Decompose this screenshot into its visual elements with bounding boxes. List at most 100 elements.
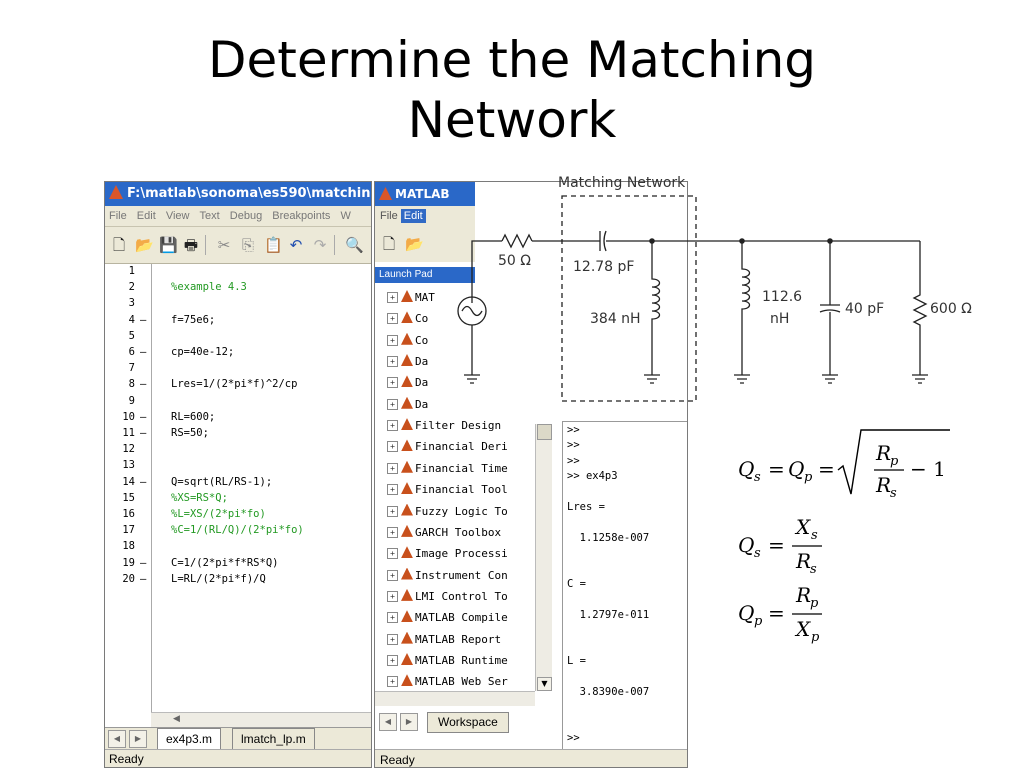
editor-horizontal-scrollbar[interactable]: ◀: [151, 712, 371, 727]
tab-prev-button[interactable]: ◀: [379, 713, 397, 731]
tab-workspace[interactable]: Workspace: [427, 712, 509, 733]
launchpad-item[interactable]: +MATLAB Compile: [387, 607, 508, 628]
editor-titlebar[interactable]: F:\matlab\sonoma\es590\matching\ex: [105, 182, 371, 206]
code-line[interactable]: 17%C=1/(RL/Q)/(2*pi*fo): [105, 525, 371, 536]
launchpad-item[interactable]: +Da: [387, 394, 428, 415]
code-line[interactable]: 19–C=1/(2*pi*f*RS*Q): [105, 556, 371, 569]
expand-icon[interactable]: +: [387, 505, 398, 517]
launchpad-item[interactable]: +MATLAB Runtime: [387, 650, 508, 671]
menu-edit[interactable]: Edit: [136, 210, 156, 222]
breakpoint-marker[interactable]: –: [140, 556, 147, 569]
paste-icon[interactable]: 📋: [264, 236, 283, 254]
expand-icon[interactable]: +: [387, 356, 398, 368]
menu-window[interactable]: W: [340, 210, 351, 222]
code-line[interactable]: 15%XS=RS*Q;: [105, 492, 371, 504]
tab-next-button[interactable]: ▶: [129, 730, 147, 748]
code-line[interactable]: 16%L=XS/(2*pi*fo): [105, 509, 371, 520]
expand-icon[interactable]: +: [387, 633, 398, 645]
menu-breakpoints[interactable]: Breakpoints: [272, 210, 331, 222]
breakpoint-marker[interactable]: –: [140, 410, 147, 423]
copy-icon[interactable]: ⎘: [241, 236, 254, 254]
scroll-down-icon[interactable]: ▼: [537, 677, 552, 691]
code-line[interactable]: 7: [105, 363, 371, 374]
code-line[interactable]: 10–RL=600;: [105, 410, 371, 423]
launchpad-item[interactable]: +Da: [387, 351, 428, 372]
open-folder-icon[interactable]: 📂: [135, 236, 154, 254]
launchpad-item[interactable]: +Financial Deri: [387, 436, 508, 457]
expand-icon[interactable]: +: [387, 462, 398, 474]
expand-icon[interactable]: +: [387, 441, 398, 453]
code-line[interactable]: 5: [105, 330, 371, 342]
launchpad-item[interactable]: +MATLAB Report: [387, 629, 501, 650]
tab-prev-button[interactable]: ◀: [108, 730, 126, 748]
code-area[interactable]: 1 2%example 4.3 3 4–f=75e6; 5 6–cp=40e-12; 7 8–…: [105, 264, 371, 712]
breakpoint-marker[interactable]: –: [140, 378, 147, 391]
expand-icon[interactable]: +: [387, 484, 398, 496]
launchpad-item[interactable]: +Co: [387, 308, 428, 329]
breakpoint-marker[interactable]: –: [140, 346, 147, 358]
code-line[interactable]: 4–f=75e6;: [105, 313, 371, 326]
expand-icon[interactable]: +: [387, 569, 398, 581]
tab-ex4p3[interactable]: ex4p3.m: [157, 728, 222, 750]
find-icon[interactable]: 🔍: [345, 236, 364, 254]
scroll-left-icon[interactable]: ◀: [173, 714, 180, 724]
launchpad-item[interactable]: +Instrument Con: [387, 565, 508, 586]
new-file-icon[interactable]: 🗋: [112, 236, 126, 254]
expand-icon[interactable]: +: [387, 654, 398, 666]
expand-icon[interactable]: +: [387, 398, 398, 410]
code-line[interactable]: 6–cp=40e-12;: [105, 347, 371, 358]
code-line[interactable]: 11–RS=50;: [105, 428, 371, 439]
launchpad-item[interactable]: +Financial Time: [387, 458, 508, 479]
launchpad-horizontal-scrollbar[interactable]: [375, 691, 535, 706]
code-line[interactable]: 8–Lres=1/(2*pi*f)^2/cp: [105, 379, 371, 390]
launchpad-item[interactable]: +Filter Design: [387, 415, 501, 436]
cut-icon[interactable]: ✂: [217, 236, 231, 254]
expand-icon[interactable]: +: [387, 313, 398, 325]
new-file-icon[interactable]: 🗋: [382, 235, 396, 253]
expand-icon[interactable]: +: [387, 334, 398, 346]
save-icon[interactable]: 💾: [159, 236, 178, 254]
code-line[interactable]: 9: [105, 395, 371, 407]
menu-edit[interactable]: Edit: [400, 209, 426, 223]
breakpoint-marker[interactable]: –: [140, 427, 147, 439]
code-line[interactable]: 2%example 4.3: [105, 282, 371, 293]
code-line[interactable]: 14–Q=sqrt(RL/RS-1);: [105, 475, 371, 488]
breakpoint-marker[interactable]: –: [140, 475, 147, 488]
print-icon[interactable]: 🖶: [183, 236, 199, 254]
menu-file[interactable]: File: [109, 210, 127, 222]
undo-icon[interactable]: ↶: [289, 236, 303, 254]
expand-icon[interactable]: +: [387, 420, 398, 432]
breakpoint-marker[interactable]: –: [140, 572, 147, 585]
launchpad-item[interactable]: +LMI Control To: [387, 586, 508, 607]
menu-file[interactable]: File: [380, 210, 398, 222]
matlab-titlebar[interactable]: MATLAB: [375, 182, 475, 206]
expand-icon[interactable]: +: [387, 590, 398, 602]
code-line[interactable]: 13: [105, 460, 371, 471]
launchpad-item[interactable]: +MAT: [387, 287, 435, 308]
expand-icon[interactable]: +: [387, 612, 398, 624]
code-line[interactable]: 18: [105, 541, 371, 552]
launchpad-item[interactable]: +Image Processi: [387, 543, 508, 564]
launchpad-item[interactable]: +Financial Tool: [387, 479, 508, 500]
tab-lmatch-lp[interactable]: lmatch_lp.m: [232, 728, 315, 750]
tab-next-button[interactable]: ▶: [400, 713, 418, 731]
scrollbar-thumb[interactable]: [537, 424, 552, 440]
launchpad-item[interactable]: +MATLAB Web Ser: [387, 671, 508, 692]
launchpad-item[interactable]: +GARCH Toolbox: [387, 522, 501, 543]
open-folder-icon[interactable]: 📂: [405, 235, 424, 253]
code-line[interactable]: 3: [105, 298, 371, 309]
menu-text[interactable]: Text: [199, 210, 220, 222]
code-line[interactable]: 1: [105, 266, 371, 277]
expand-icon[interactable]: +: [387, 292, 398, 303]
launchpad-item[interactable]: +Fuzzy Logic To: [387, 501, 508, 522]
redo-icon[interactable]: ↷: [313, 236, 327, 254]
breakpoint-marker[interactable]: –: [140, 313, 147, 326]
menu-view[interactable]: View: [165, 210, 190, 222]
code-line[interactable]: 12: [105, 444, 371, 455]
launchpad-item[interactable]: +Co: [387, 330, 428, 351]
expand-icon[interactable]: +: [387, 377, 398, 389]
code-line[interactable]: 20–L=RL/(2*pi*f)/Q: [105, 572, 371, 585]
menu-debug[interactable]: Debug: [229, 210, 263, 222]
expand-icon[interactable]: +: [387, 548, 398, 560]
